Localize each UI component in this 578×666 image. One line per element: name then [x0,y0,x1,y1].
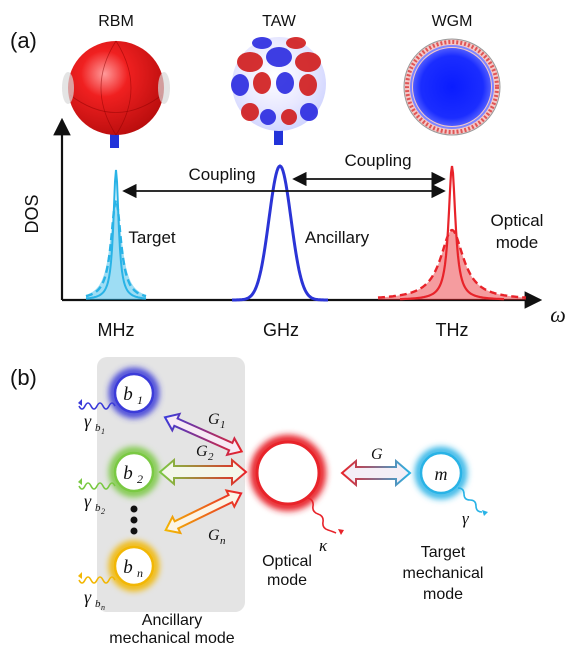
b2-subscript: 2 [137,472,143,486]
optical-peak-label-1: Optical [491,211,544,230]
ancillary-peak-label: Ancillary [305,228,370,247]
ancillary-peak [232,164,328,302]
coupling-label-2: Coupling [344,151,411,170]
gn-subscript: n [220,535,226,547]
tick-mhz: MHz [98,320,135,340]
coupling-arrow-gn [164,489,243,535]
target-peak-fill [86,200,146,300]
mode-b2: b 2 [109,447,159,497]
ellipsis-dot [130,527,138,535]
g2-symbol: G [196,443,208,460]
coupling-arrow-g2 [158,457,248,487]
coupling-arrow-g1 [163,412,244,457]
gamma-target-label: γ [462,509,470,528]
ellipsis-dot [130,505,138,513]
optical-mode [250,435,326,511]
mode-bn: b n [109,541,159,591]
optical-decay-wave [307,497,337,534]
gamma-subscript: b [95,502,101,514]
target-decay-arrowhead [482,510,488,516]
kappa-label: κ [319,536,328,555]
gamma-subsubscript: 1 [101,427,105,436]
b2-symbol: b [123,463,133,484]
g1-label: G 1 [208,411,226,431]
optical-decay-arrowhead [338,529,344,535]
b1-symbol: b [123,384,133,405]
g1-subscript: 1 [220,419,226,431]
target-mode: m [415,447,467,499]
optical-mode-label-2: mode [267,572,307,589]
g2-label: G 2 [196,443,214,463]
rbm-mode-icon [62,40,170,148]
bn-loss-arrowhead [78,572,82,579]
b1-loss-label: γ b 1 [84,411,105,436]
gn-symbol: G [208,527,220,544]
y-axis-label: DOS [22,194,42,233]
wgm-label: WGM [432,13,473,30]
wgm-mode-icon [403,38,501,136]
gamma-subscript: b [95,422,101,434]
tick-ghz: GHz [263,320,299,340]
optical-peak-fill [378,230,526,300]
target-mode-label-1: Target [421,544,466,561]
bn-symbol: b [123,557,133,578]
gamma-subsubscript: 2 [101,507,105,516]
bn-loss-label: γ b n [84,587,105,612]
g-label: G [371,446,383,463]
panel-a-tag: (a) [10,28,37,53]
b2-loss-arrowhead [78,478,82,485]
b1-loss-arrowhead [78,399,82,406]
optical-peak-dashed [377,228,527,299]
taw-label: TAW [262,13,297,30]
taw-mode-icon [231,37,326,145]
optical-mode-label-1: Optical [262,553,312,570]
gamma-subscript: b [95,598,101,610]
x-axis-label: ω [550,302,566,327]
target-peak-dashed [85,196,147,298]
ancillary-box-label-1: Ancillary [142,612,202,629]
rbm-label: RBM [98,13,134,30]
coupling-arrow-g [340,458,412,488]
optical-peak-label-2: mode [496,233,539,252]
optical-peak-solid [400,165,504,301]
ancillary-box-label-2: mechanical mode [109,630,235,647]
target-mode-label-3: mode [423,586,463,603]
gamma-symbol: γ [84,411,92,431]
mode-b1: b 1 [109,368,159,418]
gn-label: G n [208,527,226,547]
tick-thz: THz [436,320,469,340]
m-symbol: m [435,464,448,484]
b1-loss-wave [78,402,116,410]
bn-subscript: n [137,566,143,580]
target-decay-wave [457,487,483,513]
g1-symbol: G [208,411,220,428]
b1-subscript: 1 [137,393,143,407]
coupling-label-1: Coupling [188,165,255,184]
target-peak-label: Target [128,228,176,247]
target-mode-label-2: mechanical [403,565,484,582]
bn-loss-wave [78,576,116,584]
b2-loss-label: γ b 2 [84,491,105,516]
gamma-symbol: γ [84,491,92,511]
gamma-subsubscript: n [101,603,105,612]
ellipsis-dot [130,516,138,524]
gamma-symbol: γ [84,587,92,607]
g2-subscript: 2 [208,451,214,463]
panel-b-tag: (b) [10,365,37,390]
b2-loss-wave [78,482,116,490]
target-peak-solid [85,169,147,300]
